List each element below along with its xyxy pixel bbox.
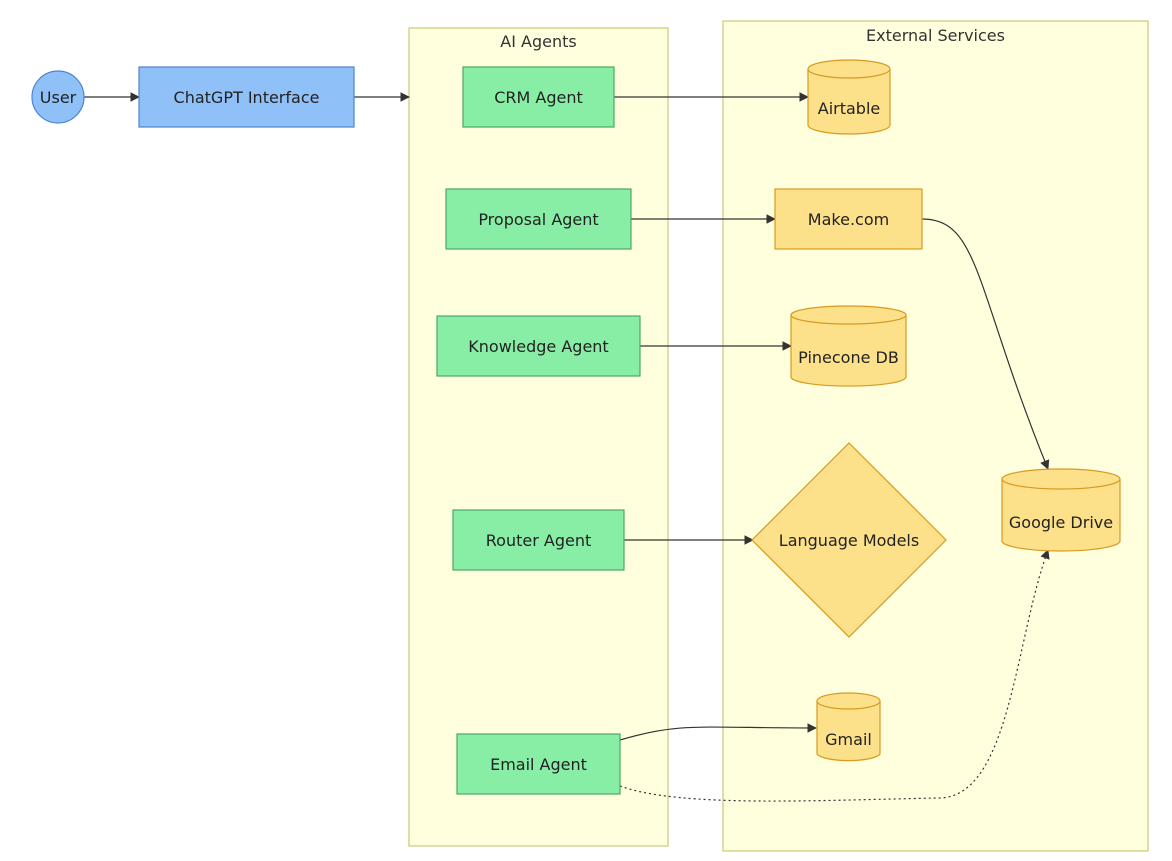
edge-make-googledrive [921, 218, 1050, 470]
node-email-agent[interactable]: Email Agent [456, 733, 621, 795]
node-language-models-label: Language Models [779, 531, 919, 550]
group-ai-agents-title: AI Agents [500, 32, 576, 51]
node-crm-agent[interactable]: CRM Agent [462, 66, 615, 128]
node-router-agent-label: Router Agent [486, 531, 591, 550]
group-external-services: External Services [722, 20, 1149, 852]
group-external-services-title: External Services [866, 26, 1005, 45]
node-make-label: Make.com [808, 210, 889, 229]
node-gmail[interactable]: Gmail [816, 692, 881, 762]
node-google-drive[interactable]: Google Drive [1001, 468, 1121, 552]
node-gmail-label: Gmail [825, 730, 872, 749]
node-router-agent[interactable]: Router Agent [452, 509, 625, 571]
node-proposal-agent-label: Proposal Agent [478, 210, 598, 229]
edge-email-gmail [619, 723, 817, 741]
group-ai-agents: AI Agents [408, 27, 669, 847]
node-airtable[interactable]: Airtable [807, 59, 891, 135]
node-crm-agent-label: CRM Agent [494, 88, 583, 107]
node-airtable-label: Airtable [818, 99, 881, 118]
node-user-label: User [40, 88, 77, 107]
node-google-drive-label: Google Drive [1009, 513, 1113, 532]
node-chatgpt-interface-label: ChatGPT Interface [174, 88, 320, 107]
node-proposal-agent[interactable]: Proposal Agent [445, 188, 632, 250]
node-make[interactable]: Make.com [774, 188, 923, 250]
node-knowledge-agent-label: Knowledge Agent [468, 337, 608, 356]
node-knowledge-agent[interactable]: Knowledge Agent [436, 315, 641, 377]
node-pinecone[interactable]: Pinecone DB [790, 305, 907, 387]
node-pinecone-label: Pinecone DB [798, 348, 899, 367]
node-chatgpt-interface[interactable]: ChatGPT Interface [138, 66, 355, 128]
node-user[interactable]: User [31, 70, 85, 124]
edge-email-googledrive [619, 549, 1050, 802]
node-language-models[interactable]: Language Models [751, 442, 947, 638]
edges [84, 92, 1050, 802]
node-email-agent-label: Email Agent [490, 755, 587, 774]
